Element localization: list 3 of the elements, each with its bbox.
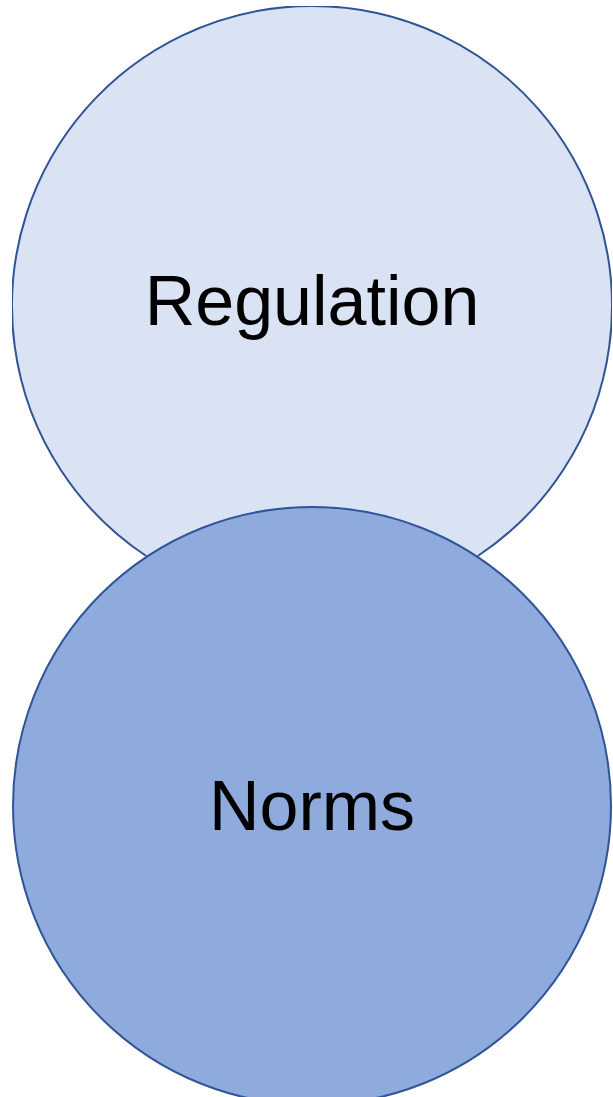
circle-label: Norms — [208, 766, 416, 846]
circle-label: Regulation — [144, 261, 480, 341]
regulation-circle — [12, 6, 612, 558]
